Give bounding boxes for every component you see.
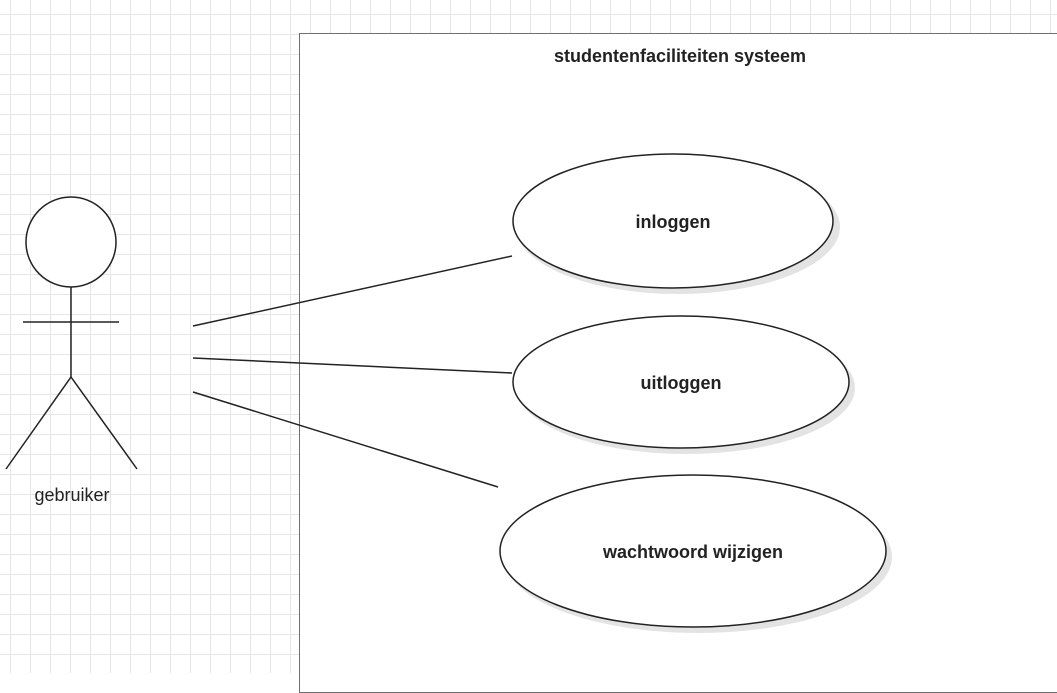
use-case-wachtwoord-wijzigen[interactable]: wachtwoord wijzigen — [499, 474, 892, 633]
actor-left-leg — [5, 376, 72, 470]
system-title: studentenfaciliteiten systeem — [553, 46, 807, 66]
actor-head — [25, 196, 117, 288]
actor-label: gebruiker — [34, 485, 109, 505]
use-case-inloggen-label: inloggen — [636, 212, 711, 232]
use-case-wachtwoord-wijzigen-ellipse[interactable] — [499, 474, 887, 628]
actor-right-leg — [70, 376, 138, 470]
use-case-inloggen[interactable]: inloggen — [512, 153, 840, 294]
association-line-wachtwoord-wijzigen[interactable] — [192, 391, 499, 488]
use-case-uitloggen-label: uitloggen — [641, 373, 722, 393]
use-case-inloggen-ellipse[interactable] — [512, 153, 834, 289]
diagram-drawing: inloggen uitloggen wachtwoord wijzigen g… — [5, 153, 892, 633]
use-case-uitloggen[interactable]: uitloggen — [512, 315, 855, 454]
use-case-wachtwoord-wijzigen-label: wachtwoord wijzigen — [602, 542, 783, 562]
association-line-inloggen[interactable] — [192, 255, 513, 327]
association-line-uitloggen[interactable] — [192, 357, 513, 374]
use-case-uitloggen-ellipse[interactable] — [512, 315, 850, 449]
actor-gebruiker[interactable]: gebruiker — [5, 196, 138, 505]
